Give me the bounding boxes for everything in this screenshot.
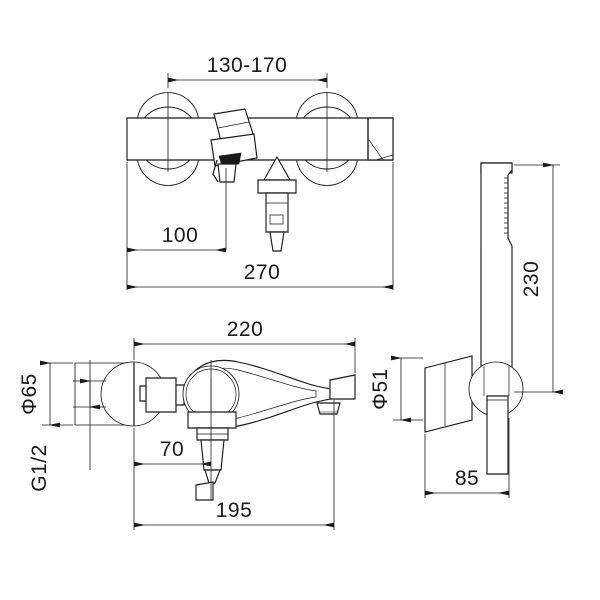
plan-view: 220 Φ65 G1/2 70 195 [18, 318, 356, 530]
dimension-70: 70 [134, 438, 211, 467]
escutcheon-right-bottom-arc [296, 159, 358, 186]
valve-body-neck [175, 384, 185, 406]
dimension-65: Φ65 [18, 360, 60, 428]
front-elevation-view: 130-170 100 270 [126, 54, 394, 290]
thermostat-cap-edge [375, 154, 394, 161]
mixer-body-bar [126, 117, 394, 161]
outlet-nozzle [269, 231, 285, 252]
valve-body-plan [145, 377, 177, 413]
dimension-230-label: 230 [520, 261, 543, 298]
handset-wand-body [480, 162, 513, 394]
dimension-220: 220 [134, 318, 355, 347]
dimension-195: 195 [134, 499, 334, 528]
control-lever-shadow [218, 152, 242, 167]
dimension-130-170-label: 130-170 [207, 54, 288, 77]
dimension-g12: G1/2 [28, 378, 100, 492]
dimension-85: 85 [425, 467, 509, 496]
diverter-barrel-plan [200, 439, 225, 471]
control-lever-skirt [212, 159, 219, 183]
dimension-270-label: 270 [244, 261, 281, 284]
dimension-85-label: 85 [455, 467, 479, 490]
dimension-70-label: 70 [160, 438, 184, 461]
dimension-g12-label: G1/2 [28, 444, 51, 492]
spout-end-plate [329, 374, 356, 400]
dimension-130-170: 130-170 [168, 54, 327, 83]
dimension-100: 100 [127, 224, 226, 253]
control-lever-stem [217, 163, 237, 183]
dimension-230: 230 [520, 162, 563, 395]
dimension-51: Φ51 [369, 355, 411, 423]
dimension-270: 270 [127, 261, 393, 290]
diverter-nozzle-plan [204, 469, 221, 484]
control-lever-crease [217, 121, 250, 129]
diverter-collar [257, 179, 297, 194]
dimension-65-label: Φ65 [18, 373, 41, 415]
outlet-window [269, 214, 284, 225]
thermostat-cap [367, 117, 394, 161]
dimension-51-label: Φ51 [369, 368, 392, 410]
dimension-220-label: 220 [227, 318, 264, 341]
valve-body-boss [139, 385, 147, 402]
handset-view: 230 Φ51 85 [369, 162, 563, 498]
spout-outlet-flange [316, 402, 341, 415]
thermostat-cap-facet [368, 139, 384, 161]
diverter-body-plan [187, 411, 237, 429]
wall-bracket-body [424, 355, 473, 433]
hose-stub [486, 395, 509, 475]
outlet-barrel [265, 192, 289, 233]
escutcheon-left-bottom-arc [137, 159, 199, 186]
outlet-tip-detail [195, 481, 214, 501]
dimension-195-label: 195 [216, 499, 253, 522]
dimension-100-label: 100 [162, 224, 199, 247]
handset-grip-serrations [504, 177, 508, 234]
